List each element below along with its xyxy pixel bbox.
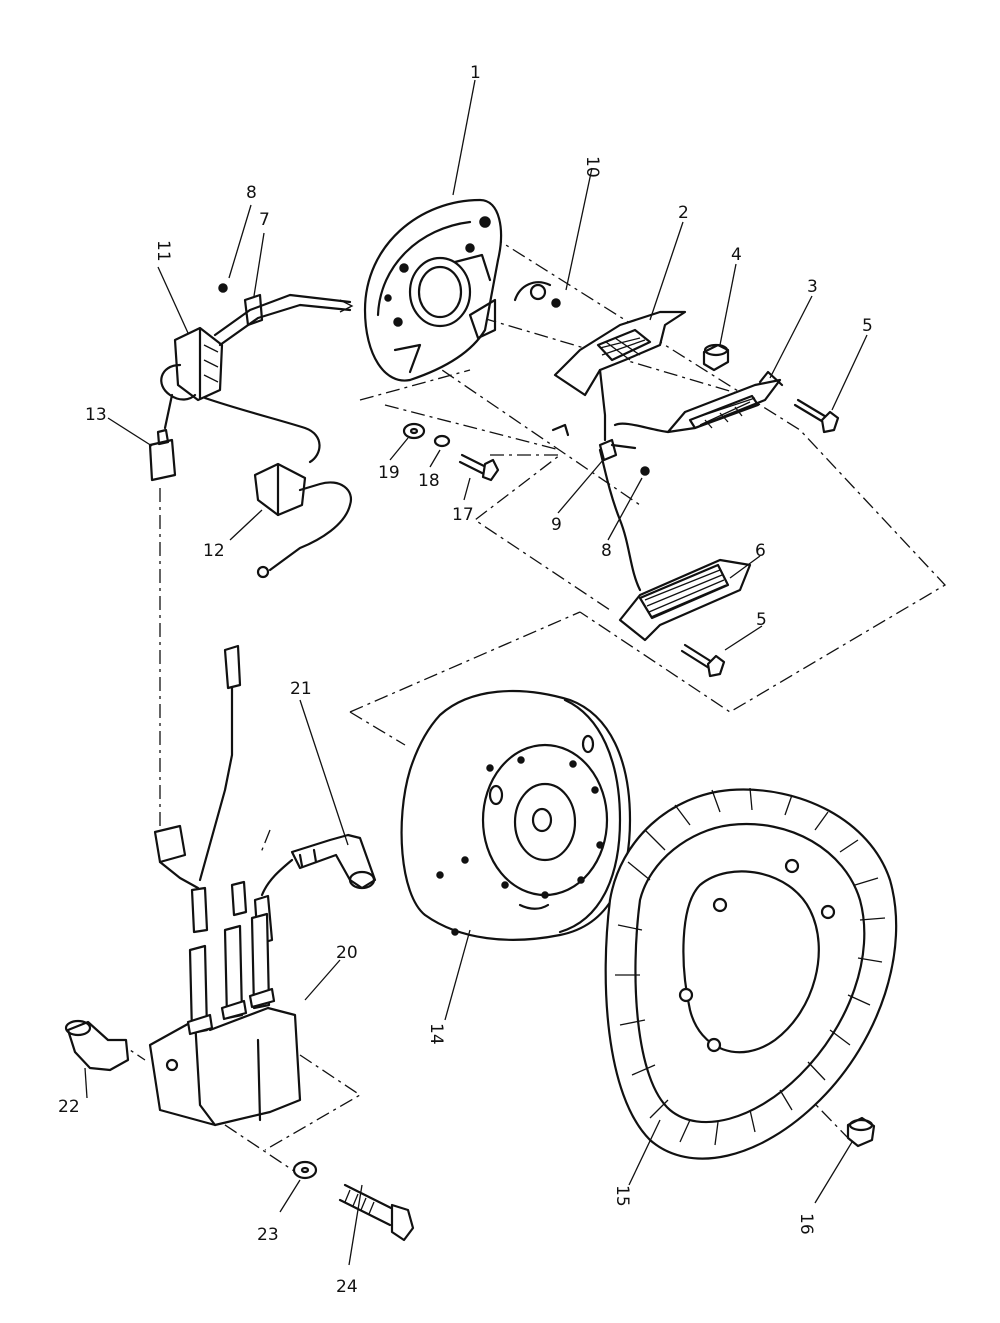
callout-16: 16 [796, 1213, 816, 1235]
callout-8-lower: 8 [601, 541, 612, 561]
screw-part-17 [458, 453, 500, 482]
relay-part-12 [253, 462, 353, 579]
ignition-coil-part-20 [148, 880, 302, 1127]
callout-2: 2 [678, 203, 689, 223]
stator-base-plate [363, 198, 503, 382]
bolt-part-5-upper [793, 398, 840, 434]
screw-part-10 [513, 281, 561, 308]
callout-19: 19 [378, 463, 400, 483]
callout-8-upper: 8 [246, 183, 257, 203]
bolt-part-16 [846, 1116, 876, 1148]
connector-part-9 [598, 438, 650, 476]
pulser-coil-part-3 [613, 370, 784, 434]
callout-7: 7 [259, 210, 270, 230]
wire-clip [551, 423, 570, 437]
callout-9: 9 [551, 515, 562, 535]
callout-12: 12 [203, 541, 225, 561]
callout-11: 11 [153, 240, 173, 262]
callout-18: 18 [418, 471, 440, 491]
callout-23: 23 [257, 1225, 279, 1245]
cooling-fan-part-15 [604, 787, 898, 1160]
charge-coil-part-2 [553, 310, 687, 442]
callout-1: 1 [470, 63, 481, 83]
spacer-part-4 [702, 343, 730, 372]
callout-labels: 1 10 2 4 3 5 8 7 11 13 12 19 18 17 9 8 6… [58, 63, 873, 1297]
bolt-part-24 [338, 1183, 415, 1242]
bolt-part-5-lower [680, 643, 726, 678]
washer-part-23 [292, 1160, 318, 1180]
callout-6: 6 [755, 541, 766, 561]
callout-21: 21 [290, 679, 312, 699]
callout-4: 4 [731, 245, 742, 265]
washer-part-18 [433, 434, 451, 448]
callout-20: 20 [336, 943, 358, 963]
callout-5-upper: 5 [862, 316, 873, 336]
lighting-coil-part-6 [598, 448, 752, 642]
rubber-cap-part-22 [64, 1019, 130, 1072]
callout-13: 13 [85, 405, 107, 425]
callout-15: 15 [612, 1185, 632, 1207]
callout-22: 22 [58, 1097, 80, 1117]
callout-14: 14 [426, 1023, 446, 1045]
flywheel-part-14 [400, 689, 632, 941]
coil-leads [153, 644, 242, 934]
wire-harness [160, 293, 354, 464]
callout-17: 17 [452, 505, 474, 525]
callout-3: 3 [807, 277, 818, 297]
callout-24: 24 [336, 1277, 358, 1297]
callout-5-lower: 5 [756, 610, 767, 630]
screw-part-8-upper [218, 283, 228, 293]
callout-10: 10 [582, 156, 602, 178]
connector-part-13 [148, 428, 177, 482]
leader-lines [84, 79, 868, 1266]
rectifier-part-11 [173, 326, 224, 402]
spark-plug-cap-part-21 [253, 833, 377, 946]
washer-part-19 [402, 422, 426, 440]
